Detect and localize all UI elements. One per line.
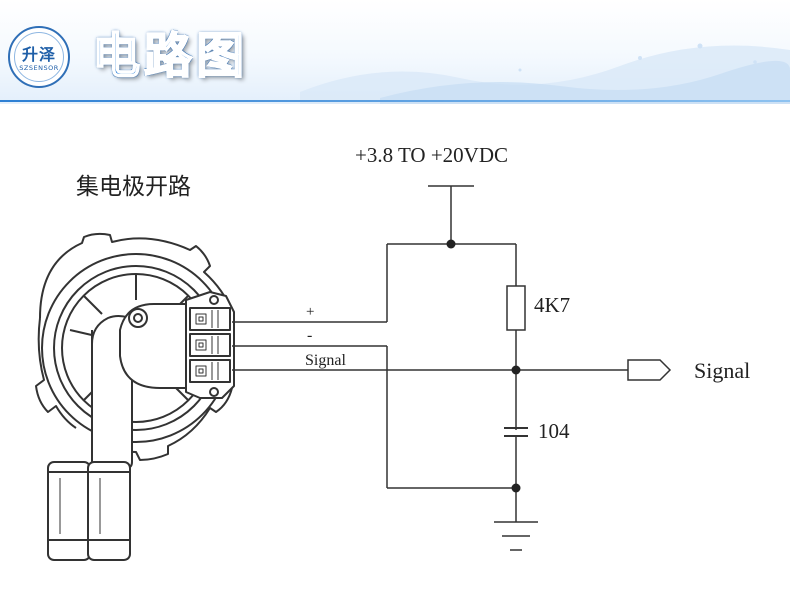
wire-minus-label: - [307,327,312,344]
page-title: 电路图 [91,27,249,85]
resistor-4k7 [506,285,526,331]
output-signal-label: Signal [694,358,750,383]
circuit-junctions [446,239,521,493]
logo-en-text: SZSENSOR [19,64,59,72]
wire-signal-label: Signal [305,352,346,369]
ground-icon [494,521,538,551]
page-header: 升泽 SZSENSOR 电路图 [0,0,790,104]
sensor-pipe-left [47,461,91,561]
circuit-type-label: 集电极开路 [76,174,191,199]
brand-logo: 升泽 SZSENSOR [8,26,70,88]
circuit-wires [232,185,628,522]
logo-ring [14,32,64,82]
wire-plus-label: + [306,304,314,320]
header-wave-decoration [300,43,790,104]
sensor-pipe-right [87,461,131,561]
flow-sensor-illustration [35,232,235,561]
capacitor-label: 104 [538,419,570,443]
resistor-label: 4K7 [534,293,570,317]
supply-voltage-label: +3.8 TO +20VDC [355,143,508,167]
capacitor-104 [504,427,528,437]
signal-output-arrow-icon [627,359,672,381]
logo-cn-text: 升泽 [21,45,56,64]
header-divider [0,100,790,102]
